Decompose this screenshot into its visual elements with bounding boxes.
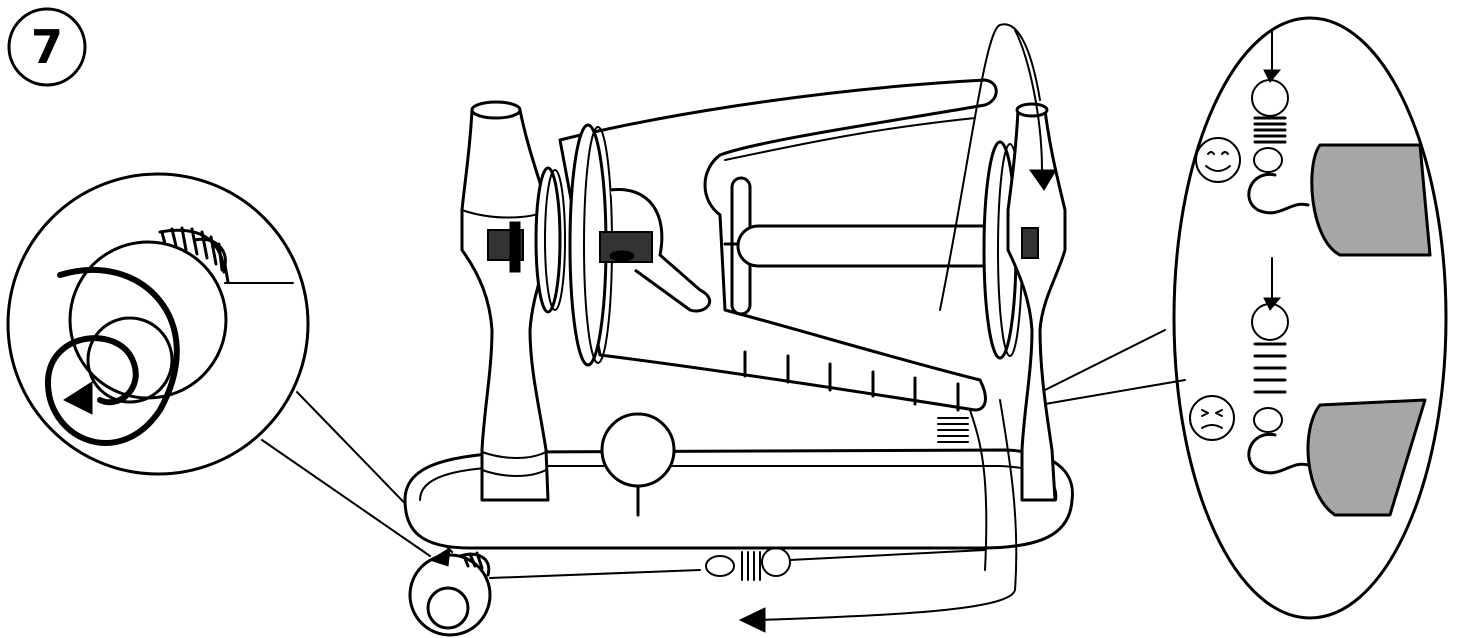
rotation-spiral xyxy=(44,266,180,446)
mother-of-all xyxy=(558,78,998,412)
brake-band xyxy=(939,23,1041,311)
step-number-badge: 7 xyxy=(7,7,87,87)
cup-hook-icon xyxy=(1247,173,1310,215)
spring-icon xyxy=(937,417,969,443)
base-plate xyxy=(403,448,1074,550)
magnifier-circle xyxy=(6,172,310,476)
tension-block-top xyxy=(1310,143,1432,257)
tension-knob xyxy=(600,412,676,488)
arrow-down-right xyxy=(1029,169,1057,191)
right-upright xyxy=(1006,108,1067,502)
magnifier-ellipse xyxy=(1172,16,1448,620)
flyer-hooks xyxy=(743,350,960,412)
left-upright xyxy=(460,108,550,502)
grimacing-face-icon xyxy=(1189,395,1235,441)
good-tension-detail xyxy=(1195,29,1432,257)
step-number: 7 xyxy=(31,20,63,74)
right-bearing xyxy=(1021,227,1039,259)
tension-block-bottom xyxy=(1306,398,1427,517)
bobbin-shaft xyxy=(736,224,1005,268)
smiling-face-icon xyxy=(1195,137,1241,183)
base-spring xyxy=(705,547,791,581)
front-tension-knob xyxy=(408,547,492,637)
bad-tension-detail xyxy=(1189,257,1427,517)
right-detail-magnifier xyxy=(1044,16,1448,620)
curved-arrow-icon xyxy=(62,381,93,415)
left-detail-magnifier xyxy=(6,172,453,557)
arrow-left xyxy=(738,607,766,633)
cup-hook-icon xyxy=(1247,433,1310,475)
spinning-wheel xyxy=(403,23,1074,637)
spring-icon xyxy=(1253,342,1287,394)
spring-icon xyxy=(1253,116,1287,144)
